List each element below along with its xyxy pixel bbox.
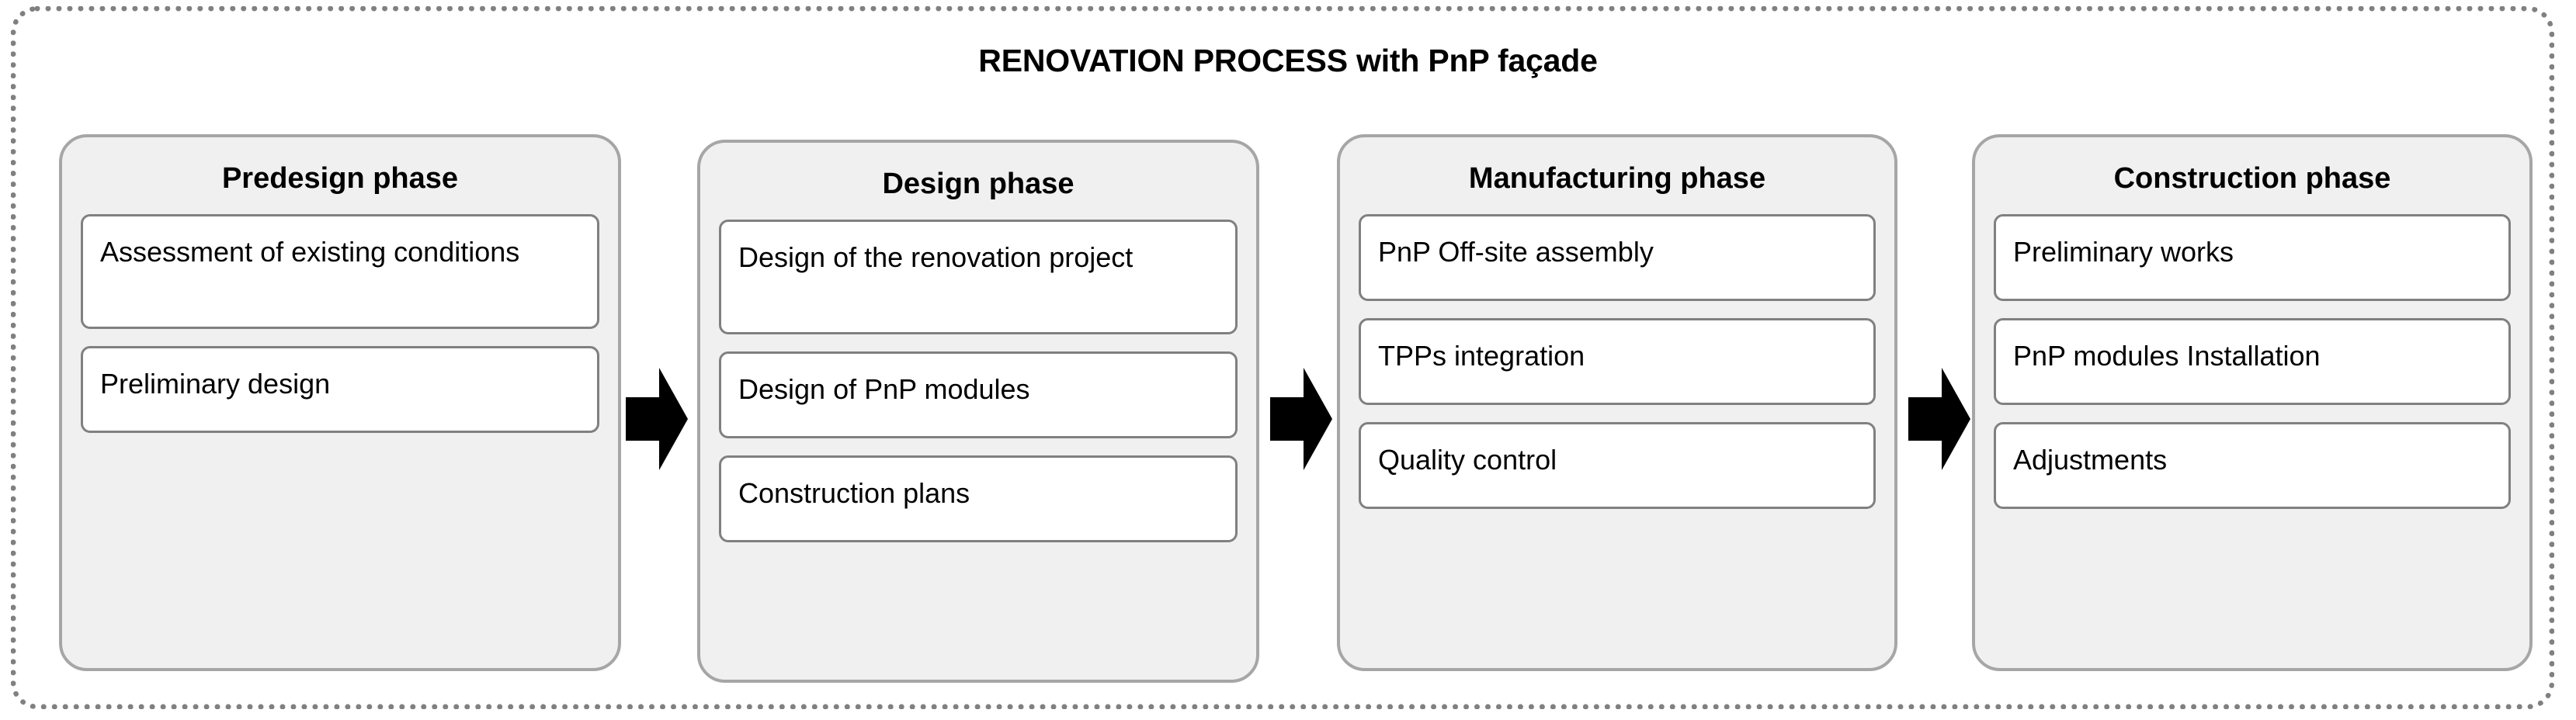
phase-card[interactable]: Preliminary works [1994, 213, 2511, 301]
right-block-arrow-icon [1270, 368, 1332, 470]
phase-card[interactable]: Adjustments [1994, 421, 2511, 509]
phase-card[interactable]: Quality control [1359, 421, 1876, 509]
diagram-title: RENOVATION PROCESS with PnP façade [978, 43, 1598, 78]
phase-card[interactable]: TPPs integration [1359, 317, 1876, 405]
phase-items-design: Design of the renovation project Design … [700, 219, 1256, 542]
right-block-arrow-icon [1908, 368, 1970, 470]
phase-items-construction: Preliminary works PnP modules Installati… [1975, 213, 2529, 509]
phase-title-design: Design phase [882, 168, 1074, 200]
phase-card[interactable]: Design of the renovation project [719, 219, 1238, 334]
phase-title-manufacturing: Manufacturing phase [1468, 162, 1766, 195]
outer-dotted-frame [11, 6, 2554, 709]
phase-card[interactable]: PnP modules Installation [1994, 317, 2511, 405]
phase-items-manufacturing: PnP Off-site assembly TPPs integration Q… [1340, 213, 1894, 509]
phase-title-predesign: Predesign phase [221, 162, 459, 195]
phase-card[interactable]: Preliminary design [81, 345, 599, 433]
phase-title-construction: Construction phase [2113, 162, 2391, 195]
phase-items-predesign: Assessment of existing conditions Prelim… [62, 213, 618, 433]
phase-box-construction[interactable]: Construction phase Preliminary works PnP… [1972, 134, 2533, 671]
phase-card[interactable]: Construction plans [719, 455, 1238, 542]
phase-box-design[interactable]: Design phase Design of the renovation pr… [697, 140, 1259, 683]
phase-card[interactable]: PnP Off-site assembly [1359, 213, 1876, 301]
phase-box-manufacturing[interactable]: Manufacturing phase PnP Off-site assembl… [1337, 134, 1897, 671]
phase-card[interactable]: Design of PnP modules [719, 351, 1238, 438]
right-block-arrow-icon [626, 368, 688, 470]
phase-card[interactable]: Assessment of existing conditions [81, 213, 599, 329]
phase-box-predesign[interactable]: Predesign phase Assessment of existing c… [59, 134, 621, 671]
